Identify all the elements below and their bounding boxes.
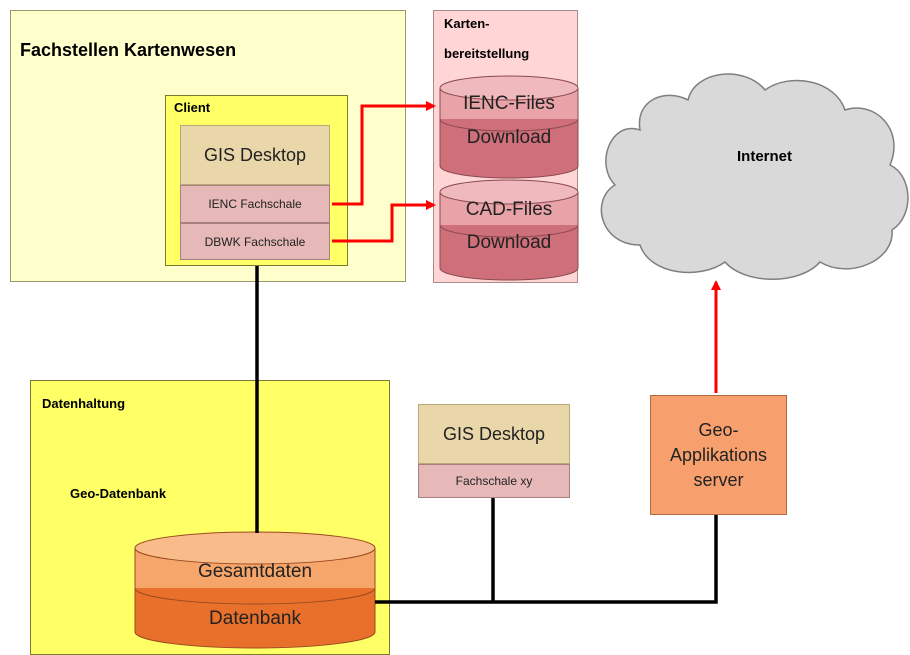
- cad-download-label: Download: [466, 232, 552, 253]
- cad-files-cylinder: [439, 179, 579, 281]
- geo-app-line3: server: [693, 469, 744, 490]
- fachschale-xy-label: Fachschale xy: [455, 474, 533, 488]
- gis-desktop-xy-label: GIS Desktop: [442, 423, 546, 444]
- kartenbereitstellung-title-line2: bereitstellung: [444, 46, 530, 61]
- dbwk-fachschale: DBWK Fachschale: [180, 223, 330, 260]
- geo-datenbank-label: Geo-Datenbank: [70, 486, 167, 501]
- cad-files-label: CAD-Files: [465, 199, 553, 220]
- geo-app-line2: Applikations: [669, 444, 768, 465]
- fachschale-xy: Fachschale xy: [418, 464, 570, 498]
- gis-desktop-xy: GIS Desktop: [418, 404, 570, 464]
- ienc-fachschale-label: IENC Fachschale: [208, 197, 302, 211]
- gesamtdaten-cylinder: [134, 531, 376, 649]
- client-gis-desktop-label: GIS Desktop: [203, 144, 307, 165]
- gesamtdaten-label: Gesamtdaten: [197, 561, 313, 582]
- internet-cloud: [600, 73, 909, 280]
- datenbank-label: Datenbank: [209, 608, 301, 629]
- kartenbereitstellung-title-line1: Karten-: [444, 16, 490, 31]
- client-gis-desktop: GIS Desktop: [180, 125, 330, 185]
- internet-label: Internet: [737, 148, 793, 165]
- datenhaltung-title: Datenhaltung: [42, 396, 126, 411]
- geo-applikationsserver: Geo- Applikations server: [650, 395, 787, 515]
- ienc-download-label: Download: [466, 127, 552, 148]
- red-arrows: [332, 101, 721, 393]
- client-title: Client: [174, 100, 211, 115]
- ienc-files-label: IENC-Files: [463, 93, 555, 114]
- data-connections: [255, 266, 718, 604]
- fachstellen-title: Fachstellen Kartenwesen: [20, 40, 237, 60]
- ienc-fachschale: IENC Fachschale: [180, 185, 330, 223]
- ienc-files-cylinder: [439, 75, 579, 179]
- geo-app-line1: Geo-: [698, 419, 739, 440]
- dbwk-fachschale-label: DBWK Fachschale: [204, 234, 306, 249]
